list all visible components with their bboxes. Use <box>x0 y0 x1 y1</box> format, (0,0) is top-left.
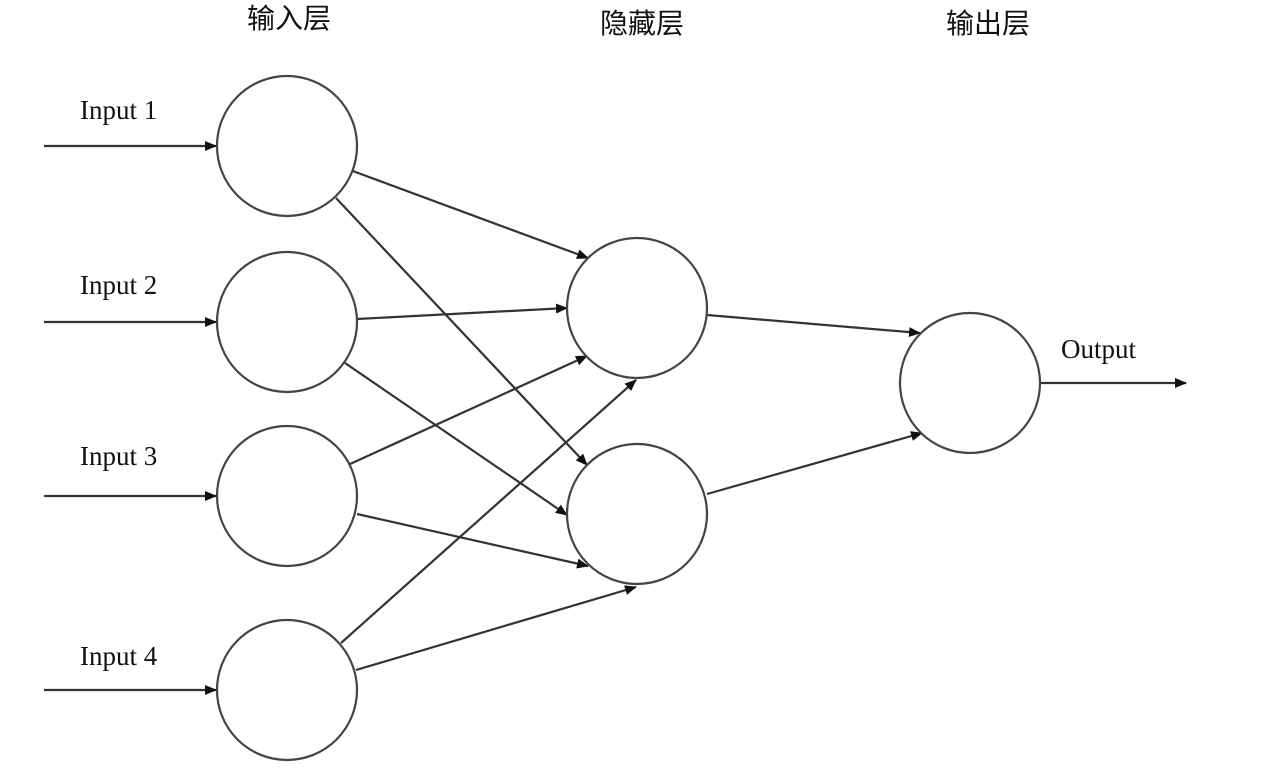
edge-input3-hidden1 <box>349 354 588 466</box>
edge-input2-hidden2 <box>344 362 568 516</box>
edge-input3-hidden2 <box>356 512 589 569</box>
edge-input4-hidden2 <box>355 585 637 672</box>
input-3-label: Input 3 <box>80 441 157 471</box>
input-node-3 <box>215 424 359 568</box>
input-4-label: Input 4 <box>80 641 158 671</box>
hidden-layer-title: 隐藏层 <box>600 7 684 40</box>
output-node <box>898 311 1042 455</box>
edge-input4-hidden1 <box>340 379 637 644</box>
output-layer-title: 输出层 <box>946 7 1030 40</box>
input-node-4 <box>215 618 359 762</box>
output-label: Output <box>1061 334 1137 364</box>
edge-input2-hidden1 <box>356 303 568 321</box>
edge-input1-hidden1 <box>349 168 589 260</box>
input-node-2 <box>215 250 359 394</box>
edge-hidden2-output <box>706 431 923 496</box>
edge-hidden1-output <box>706 313 921 338</box>
input-layer-title: 输入层 <box>247 2 331 35</box>
hidden-node-2 <box>565 442 709 586</box>
input-node-1 <box>215 74 359 218</box>
input-2-label: Input 2 <box>80 270 157 300</box>
edge-input1-hidden2 <box>335 197 588 466</box>
hidden-node-1 <box>565 236 709 380</box>
input-1-label: Input 1 <box>80 95 157 125</box>
